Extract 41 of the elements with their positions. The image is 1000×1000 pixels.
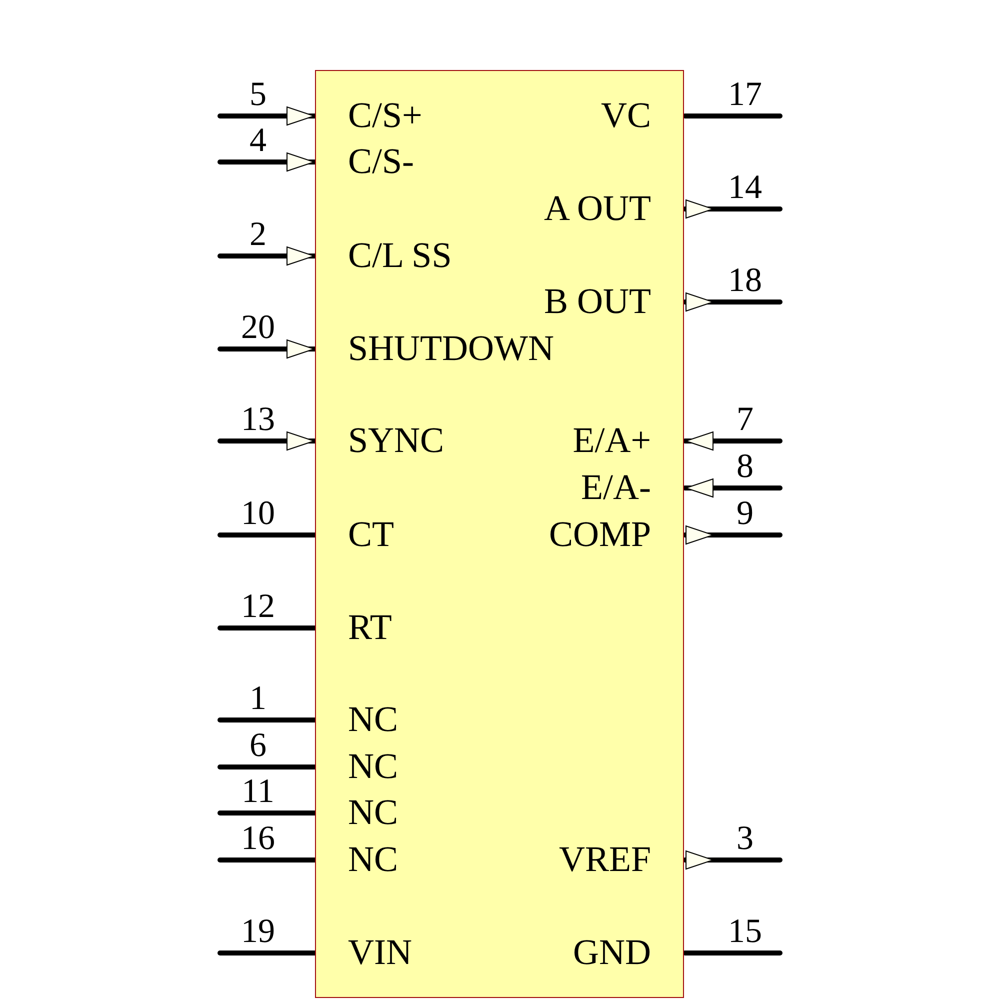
pin-name: B OUT [544,283,651,319]
pin-name: NC [348,748,398,784]
pin-name: SHUTDOWN [348,330,554,366]
pin-number: 13 [241,403,275,437]
pin-name: C/S- [348,143,414,179]
pin-name: C/L SS [348,237,452,273]
pin-number: 7 [736,403,754,437]
pin-number: 17 [728,78,762,112]
pin-name: C/S+ [348,97,422,133]
pin-name: E/A+ [572,422,651,458]
pin-number: 15 [728,915,762,949]
pin-name: GND [573,934,651,970]
pin-number: 11 [242,775,274,809]
pin-number: 9 [736,497,754,531]
pin-number: 1 [250,682,266,716]
pin-number: 18 [728,264,762,298]
pin-number: 14 [728,171,762,205]
pin-name: SYNC [348,422,444,458]
pin-name: A OUT [544,190,651,226]
pin-number: 20 [241,311,275,345]
pin-name: VIN [348,934,412,970]
pin-number: 4 [250,124,266,158]
pin-name: NC [348,701,398,737]
chip-body [315,70,684,998]
pin-name: RT [348,609,392,645]
pin-name: NC [348,794,398,830]
pin-number: 6 [250,729,266,763]
pin-name: E/A- [581,469,651,505]
pin-number: 8 [736,450,754,484]
pin-number: 2 [250,218,266,252]
pin-number: 19 [241,915,275,949]
pin-name: COMP [548,516,651,552]
pin-number: 5 [250,78,266,112]
pin-name: VREF [558,841,651,877]
pin-name: CT [348,516,394,552]
pin-number: 10 [241,497,275,531]
pin-name: NC [348,841,398,877]
pin-name: VC [600,97,651,133]
pin-number: 16 [241,822,275,856]
pin-number: 12 [241,590,275,624]
pin-number: 3 [736,822,754,856]
